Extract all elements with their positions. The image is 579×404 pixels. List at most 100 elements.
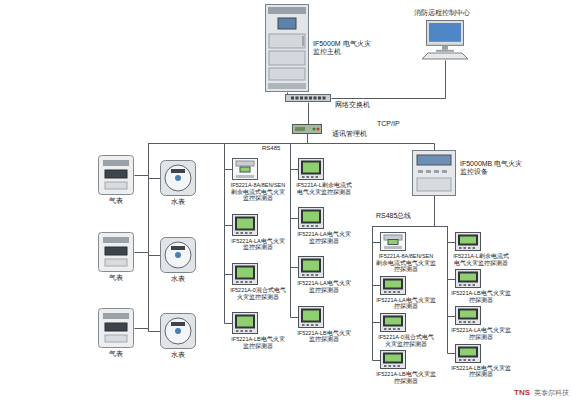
device-icon [98, 308, 134, 348]
device-label: IF5221A-LB电气火灾监控探测器 [451, 365, 511, 378]
device-icon [380, 276, 406, 295]
bus-wire [135, 135, 308, 329]
wire-line [135, 135, 308, 329]
device-icon [98, 155, 134, 195]
device-node: 通讯管理机 [292, 124, 322, 134]
wire-line [291, 135, 308, 268]
bus-wire [225, 135, 308, 226]
bus-wire [332, 61, 446, 99]
device-node: 气表 [98, 155, 134, 195]
device-label: IF5221A-LB电气火灾监控探测器 [451, 290, 511, 303]
bus-wire [135, 135, 308, 253]
device-node: 气表 [98, 308, 134, 348]
wire-line [308, 135, 435, 151]
device-node: 水表 [160, 237, 196, 273]
device-label: IF5221A-0混合式电气火灾监控探测器 [230, 287, 286, 300]
device-icon [160, 237, 196, 273]
bus-wire [225, 135, 308, 275]
device-label: IF5000M 电气火灾监控主机 [313, 40, 377, 57]
device-label: IF5221A-LB电气火灾监控探测器 [376, 371, 436, 384]
wire-line [435, 197, 456, 280]
device-node: IF5221A-LB电气火灾监控探测器 [232, 312, 258, 334]
device-icon [455, 344, 481, 363]
device-node: IF5000M 电气火灾监控主机 [265, 4, 309, 92]
wire-line [435, 197, 456, 243]
device-icon [412, 150, 456, 196]
device-node: IF5221A-LB电气火灾监控探测器 [455, 269, 481, 288]
device-label: IF5221A-LA电气火灾监控探测器 [451, 327, 511, 340]
device-icon [455, 269, 481, 288]
device-icon [298, 306, 324, 328]
device-node: IF5221A-L剩余电流式电气火灾监控探测器 [298, 158, 324, 180]
protocol-label: TCP/IP [377, 120, 400, 128]
device-label: 消防远程控制中心 [414, 9, 470, 17]
device-icon [160, 313, 196, 349]
device-label: 气表 [98, 274, 134, 282]
device-node: 网络交换机 [285, 94, 331, 102]
wire-line [149, 135, 308, 332]
bus-wire [149, 135, 308, 332]
device-label: 气表 [98, 197, 134, 205]
device-node: IF5221A-LB电气火灾监控探测器 [380, 350, 406, 369]
bus-wire [435, 197, 456, 243]
device-node: 水表 [160, 313, 196, 349]
device-icon [455, 306, 481, 325]
bus-wire [435, 197, 456, 280]
device-node: IF5221A-LA电气火灾监控探测器 [298, 256, 324, 278]
device-icon [232, 214, 258, 236]
bus-wire [308, 135, 435, 151]
wire-line [308, 103, 309, 125]
device-icon [298, 207, 324, 229]
device-icon [298, 158, 324, 180]
wire-line [435, 197, 456, 317]
wire-line [225, 135, 308, 275]
wire-line [225, 135, 308, 170]
device-node: 消防远程控制中心 [420, 20, 470, 60]
wire-line [332, 61, 446, 99]
wire-line [135, 135, 308, 253]
device-icon [455, 232, 481, 251]
device-icon [232, 263, 258, 285]
device-icon [265, 4, 309, 92]
device-label: 气表 [98, 350, 134, 358]
bus-wire [225, 135, 308, 170]
device-icon [285, 94, 331, 102]
device-label: 网络交换机 [335, 101, 370, 109]
device-label: IF5221A-LB电气火灾监控探测器 [230, 336, 286, 349]
bus-wire [435, 197, 456, 317]
wire-line [225, 135, 308, 324]
device-icon [380, 232, 406, 251]
device-icon [160, 160, 196, 196]
device-label: 水表 [160, 351, 196, 359]
device-label: IF5221A-LA电气火灾监控探测器 [296, 280, 352, 293]
device-node: 水表 [160, 160, 196, 196]
device-node: IF5221A-0混合式电气火灾监控探测器 [380, 313, 406, 332]
device-node: IF5221A-0混合式电气火灾监控探测器 [232, 263, 258, 285]
device-node: IF5221A-LB电气火灾监控探测器 [455, 344, 481, 363]
watermark: 英泰尔科技 [534, 389, 569, 397]
device-icon [298, 256, 324, 278]
device-node: 气表 [98, 232, 134, 272]
bus-wire [149, 135, 308, 179]
device-node: IF5221A-LA电气火灾监控探测器 [298, 207, 324, 229]
device-icon [232, 312, 258, 334]
device-label: IF5221A-LA电气火灾监控探测器 [296, 231, 352, 244]
device-node: IF5221A-LA电气火灾监控探测器 [380, 276, 406, 295]
bus-label: RS485总线 [376, 212, 411, 220]
device-node: IF5221A-8A/8EN/SEN 剩余电流式电气火灾监控探测器 [380, 232, 406, 251]
device-label: 通讯管理机 [332, 130, 367, 138]
device-label: IF5221A-0混合式电气火灾监控探测器 [376, 334, 436, 347]
device-node: IF5221A-8A/8EN/SEN 剩余电流式电气火灾监控探测器 [232, 158, 258, 180]
device-label: IF5221A-LA电气火灾监控探测器 [230, 238, 286, 251]
device-node: IF5221A-L剩余电流式电气火灾监控探测器 [455, 232, 481, 251]
device-node: IF5221A-LA电气火灾监控探测器 [455, 306, 481, 325]
device-label: IF5221A-L剩余电流式电气火灾监控探测器 [296, 182, 352, 195]
device-node: IF5221A-LB电气火灾监控探测器 [298, 306, 324, 328]
bus-wire [308, 103, 309, 125]
device-node: IF5221A-LA电气火灾监控探测器 [232, 214, 258, 236]
bus-wire [291, 135, 308, 268]
device-label: IF5000MB 电气火灾监控设备 [460, 160, 524, 177]
device-label: 水表 [160, 198, 196, 206]
device-icon [232, 158, 258, 180]
